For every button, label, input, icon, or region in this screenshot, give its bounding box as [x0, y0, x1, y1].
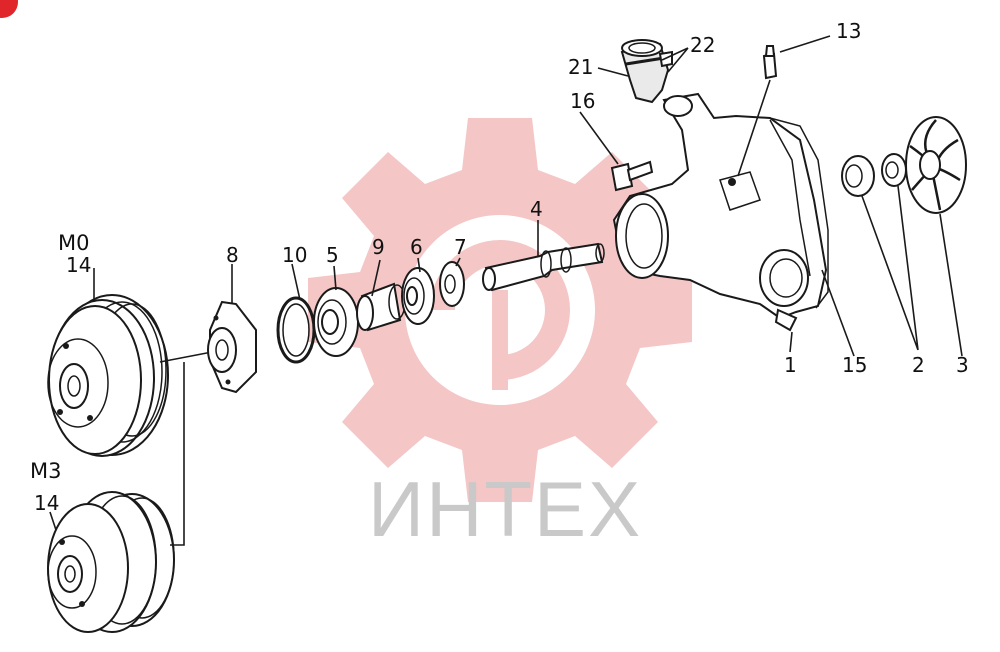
washer-7 [439, 261, 465, 307]
part-label-10: 10 [282, 243, 307, 267]
hose-elbow-21 [620, 39, 670, 104]
part-label-14-top: 14 [66, 253, 91, 277]
hose-clamp-22 [625, 50, 673, 68]
part-label-14-bottom: 14 [34, 491, 59, 515]
pulley-m3 [47, 491, 175, 633]
part-label-21: 21 [568, 55, 593, 79]
part-label-1: 1 [784, 353, 797, 377]
part-label-22: 22 [690, 33, 715, 57]
part-label-13: 13 [836, 19, 861, 43]
bearing-6 [401, 267, 435, 325]
shaft-4 [482, 242, 605, 292]
pump-housing-1 [612, 92, 828, 332]
part-label-4: 4 [530, 197, 543, 221]
impeller-3 [905, 116, 967, 214]
leader-line [159, 351, 213, 363]
bolt-16 [610, 160, 654, 192]
variant-label-m3: M3 [30, 459, 61, 483]
variant-label-m0: M0 [58, 231, 89, 255]
flange-8 [207, 300, 257, 394]
sensor-13 [762, 45, 778, 80]
part-label-8: 8 [226, 243, 239, 267]
red-badge-icon [0, 0, 18, 18]
part-label-7: 7 [454, 235, 467, 259]
leader-line [170, 362, 185, 546]
watermark-text: ИНТЕХ [368, 465, 642, 553]
part-label-2: 2 [912, 353, 925, 377]
leader-lines [49, 35, 963, 531]
gasket-15 [769, 117, 829, 309]
part-label-16: 16 [570, 89, 595, 113]
part-label-15: 15 [842, 353, 867, 377]
part-label-3: 3 [956, 353, 969, 377]
bearing-5 [313, 287, 359, 357]
seal-2 [841, 153, 907, 197]
pulley-m0 [47, 294, 169, 457]
part-label-6: 6 [410, 235, 423, 259]
snap-ring-10 [276, 296, 316, 364]
part-label-5: 5 [326, 243, 339, 267]
part-label-9: 9 [372, 235, 385, 259]
